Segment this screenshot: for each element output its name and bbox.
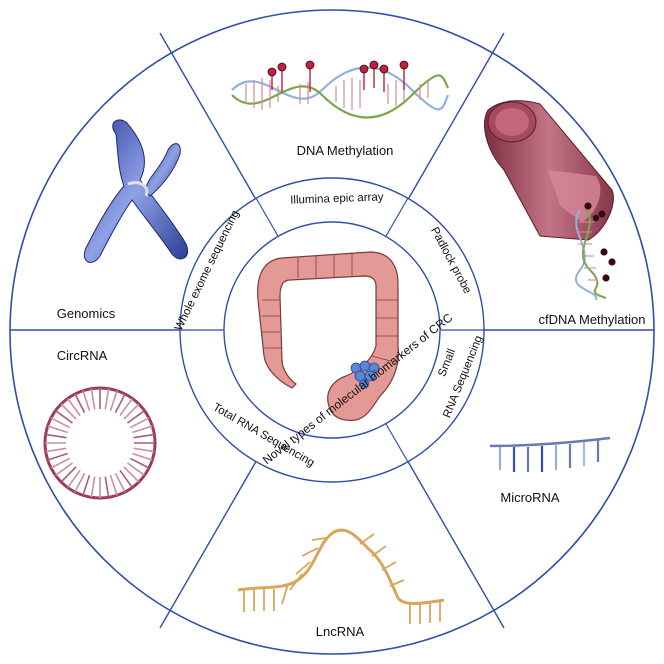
circrna-spoke [109,390,118,411]
divider-top-left [159,32,259,204]
circrna-spoke [60,403,77,420]
circrna-spoke [123,403,140,420]
ring-label-illumina: Illumina epic array [290,191,384,206]
label-lncrna: LncRNA [316,624,365,639]
circrna-spoke [127,410,145,424]
circrna-spoke [114,393,126,414]
lncrna-icon [237,528,445,624]
ring-dividers [180,197,484,463]
circrna-spoke [104,388,110,410]
ring-divider-1 [255,197,279,237]
circrna-spoke [119,470,133,488]
dna-helix-methylation-icon [231,60,450,119]
ring-divider-4 [385,423,409,463]
circrna-spoke [127,462,145,476]
circrna-spoke [55,462,73,476]
circrna-spoke [132,425,153,434]
label-dna-methylation: DNA Methylation [297,143,394,158]
chromosome-icon [84,119,188,263]
circrna-spoke [47,452,68,461]
circrna-spoke [47,425,68,434]
divider-top-right [405,32,505,204]
circrna-spoke [132,452,153,461]
segment-dividers [10,32,654,629]
circrna-spoke [74,472,86,493]
circrna-spoke [82,390,91,411]
circrna-spoke [67,398,81,416]
circrna-spoke [133,447,155,453]
circrna-spoke [119,398,133,416]
circrna-spoke [74,393,86,414]
circrna-spoke [50,457,71,469]
label-genomics: Genomics [57,306,116,321]
circrna-spoke [50,417,71,429]
circrna-spoke [104,476,110,498]
circrna-spoke [90,388,96,410]
tumor-icon [350,360,380,389]
circrna-spoke [129,457,150,469]
circrna-spoke [109,475,118,496]
circrna-spoke [123,466,140,483]
circrna-spoke [82,475,91,496]
label-microrna: MicroRNA [500,490,560,505]
circrna-spoke [67,470,81,488]
circrna-spoke [45,447,67,453]
circrna-spoke [45,433,67,439]
ring-divider-2 [385,197,409,237]
colon-icon [257,251,399,421]
divider-bottom-right [405,457,505,629]
blood-vessel-cfdna-icon [484,100,616,301]
circrna-spoke [114,472,126,493]
circrna-spoke [133,433,155,439]
circrna-spoke [60,466,77,483]
circrna-spoke [55,410,73,424]
label-cfdna-methylation: cfDNA Methylation [539,312,646,327]
circrna-spoke [90,476,96,498]
microrna-icon [489,436,611,472]
circrna-icon [43,386,157,500]
label-circrna: CircRNA [57,348,108,363]
circrna-spoke [129,417,150,429]
divider-bottom-left [159,457,259,629]
